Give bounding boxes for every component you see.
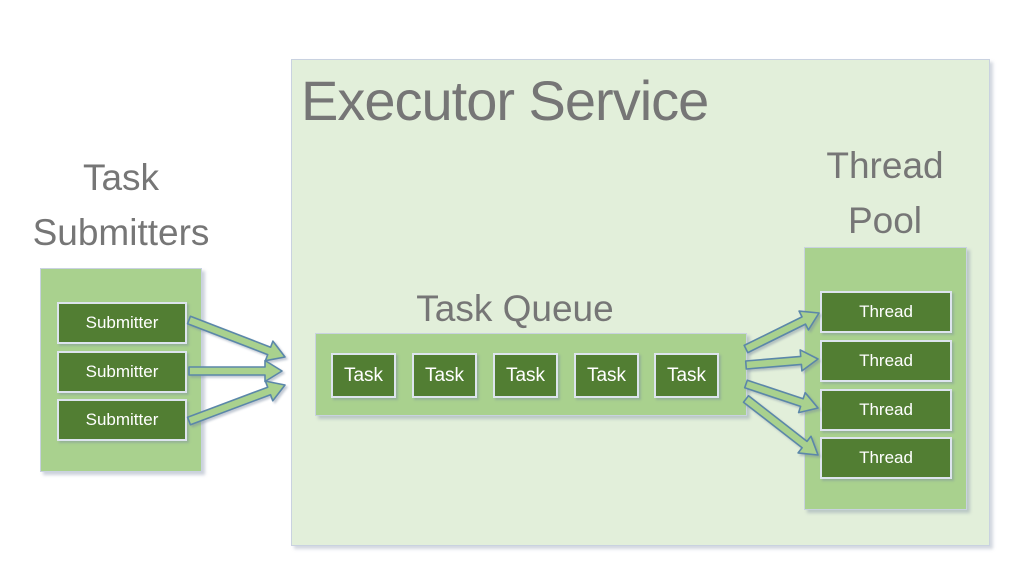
submitter-box-2-label: Submitter — [85, 362, 159, 381]
task-box-3: Task — [493, 353, 558, 398]
thread-pool-container: Thread Thread Thread Thread — [804, 247, 967, 510]
task-box-4: Task — [574, 353, 639, 398]
task-submitters-label-line1: Task — [82, 157, 160, 198]
task-submitters-label: Task Submitters — [10, 150, 232, 260]
submitter-box-1-label: Submitter — [85, 313, 159, 332]
arrow-submitter-1-to-queue — [186, 315, 286, 362]
submitter-box-1: Submitter — [57, 302, 187, 344]
task-box-2: Task — [412, 353, 477, 398]
thread-box-4-label: Thread — [859, 448, 913, 467]
task-box-1-label: Task — [343, 364, 384, 386]
thread-box-4: Thread — [820, 437, 952, 479]
submitter-box-3: Submitter — [57, 399, 187, 441]
task-box-5: Task — [654, 353, 719, 398]
thread-pool-label-line1: Thread — [826, 145, 944, 186]
task-submitters-container: Submitter Submitter Submitter — [40, 268, 202, 472]
task-box-3-label: Task — [505, 364, 546, 386]
task-box-5-label: Task — [666, 364, 707, 386]
submitter-box-2: Submitter — [57, 351, 187, 393]
thread-box-2-label: Thread — [859, 351, 913, 370]
arrow-submitter-3-to-queue — [186, 380, 286, 426]
thread-box-2: Thread — [820, 340, 952, 382]
arrow-submitter-2-to-queue — [188, 359, 283, 383]
thread-box-3-label: Thread — [859, 400, 913, 419]
thread-box-3: Thread — [820, 389, 952, 431]
thread-pool-label-line2: Pool — [847, 200, 923, 241]
task-box-2-label: Task — [424, 364, 465, 386]
thread-pool-label: Thread Pool — [794, 138, 976, 248]
submitter-box-3-label: Submitter — [85, 410, 159, 429]
task-box-4-label: Task — [586, 364, 627, 386]
task-submitters-label-line2: Submitters — [32, 212, 210, 253]
thread-box-1-label: Thread — [859, 302, 913, 321]
thread-box-1: Thread — [820, 291, 952, 333]
task-queue-container: Task Task Task Task Task — [315, 333, 747, 416]
task-box-1: Task — [331, 353, 396, 398]
task-queue-label: Task Queue — [416, 288, 614, 329]
executor-service-title: Executor Service — [301, 69, 709, 132]
